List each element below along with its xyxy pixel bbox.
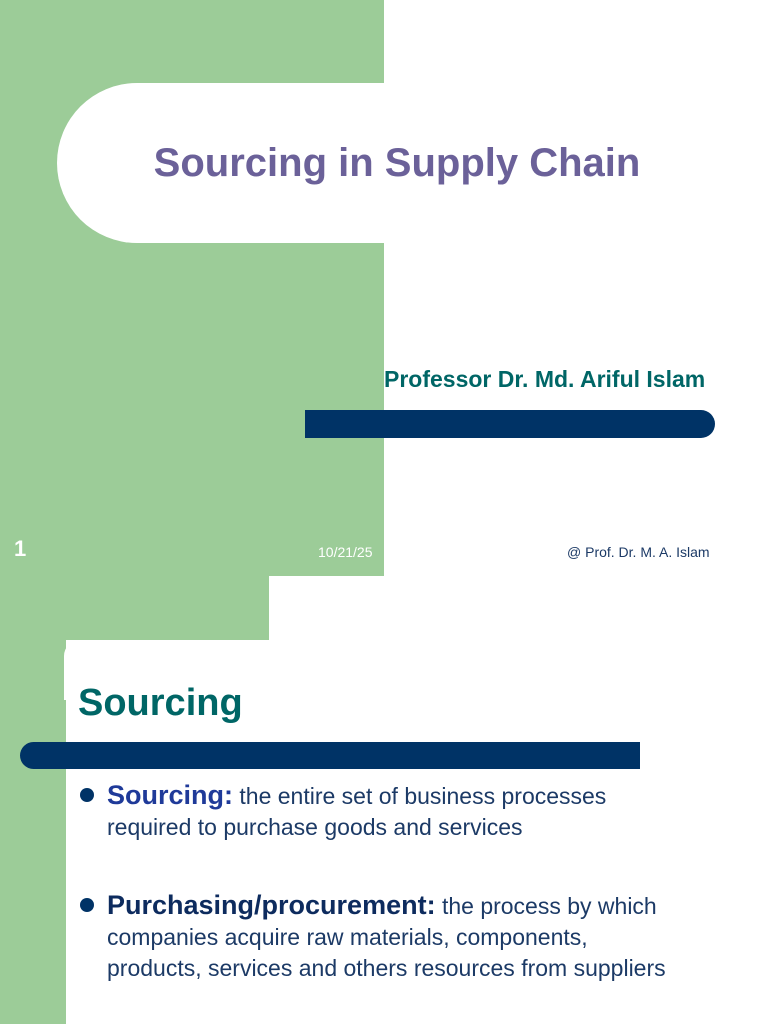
bullet-item: Purchasing/procurement: the process by w… xyxy=(78,890,678,984)
slide-date: 10/21/25 xyxy=(318,544,373,560)
navy-accent-bar xyxy=(305,410,715,438)
slide-2: Sourcing Sourcing: the entire set of bus… xyxy=(0,576,768,1024)
bullet-definition: the entire set of business processes req… xyxy=(107,783,607,840)
slide-1-subtitle: Professor Dr. Md. Ariful Islam xyxy=(384,366,706,392)
slide-1: Sourcing in Supply Chain Professor Dr. M… xyxy=(0,0,768,576)
bullet-list: Sourcing: the entire set of business pro… xyxy=(78,780,678,1024)
slide-number: 1 xyxy=(14,536,27,561)
green-left-strip xyxy=(0,576,66,1024)
bullet-item: Sourcing: the entire set of business pro… xyxy=(78,780,678,843)
bullet-term: Sourcing: xyxy=(107,780,233,810)
green-top-block xyxy=(0,576,269,640)
bullet-dot-icon xyxy=(80,788,94,802)
rounded-corner-shape xyxy=(64,640,124,700)
navy-accent-bar xyxy=(20,742,640,769)
slide-1-title: Sourcing in Supply Chain xyxy=(153,140,641,185)
title-pill-shape xyxy=(57,83,768,243)
slide-2-title: Sourcing xyxy=(78,682,243,724)
bullet-dot-icon xyxy=(80,898,94,912)
slide-footer: @ Prof. Dr. M. A. Islam xyxy=(567,544,710,560)
bullet-term: Purchasing/procurement: xyxy=(107,890,436,920)
bullet-definition: the process by which companies acquire r… xyxy=(107,893,666,981)
